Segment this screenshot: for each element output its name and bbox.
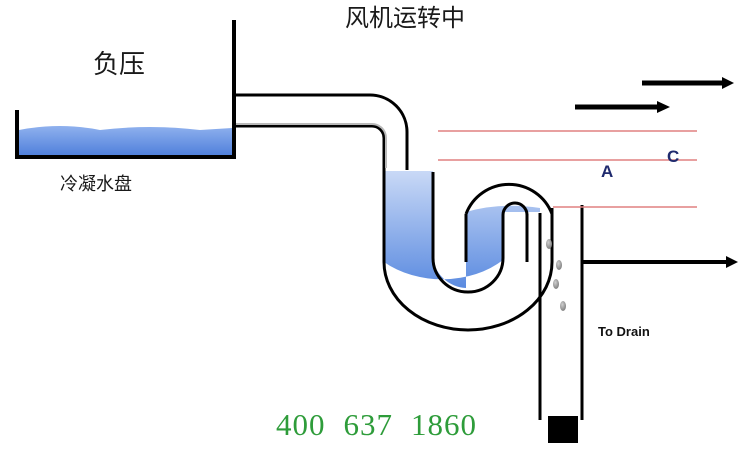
droplets: [546, 239, 566, 311]
droplet: [556, 260, 562, 270]
phone-part: 637: [343, 407, 393, 442]
pressure-lines: [438, 130, 697, 208]
trap-outer-wall: [382, 170, 554, 332]
outlet-pipe-top: [234, 93, 409, 170]
crest-inner: [501, 201, 529, 216]
arrow-right-icon: [642, 77, 734, 89]
droplet: [560, 301, 566, 311]
droplet: [553, 279, 559, 289]
negative-pressure-label: 负压: [93, 50, 146, 80]
phone-part: 400: [276, 407, 326, 442]
phone-part: 1860: [411, 407, 477, 442]
trap-water-main: [384, 171, 540, 288]
phone-number: 400 637 1860: [276, 409, 477, 440]
point-a-label: A: [601, 162, 614, 181]
droplet: [546, 239, 552, 249]
fan-running-title: 风机运转中: [345, 4, 465, 32]
pan-outline: [15, 20, 236, 159]
condensate-pan: [15, 20, 236, 159]
arrow-right-icon: [582, 256, 738, 268]
trap-inner-u: [431, 172, 505, 294]
drain-plug: [548, 416, 578, 443]
to-drain-label: To Drain: [598, 324, 650, 339]
condensate-pan-label: 冷凝水盘: [60, 174, 132, 195]
point-c-label: C: [667, 147, 680, 166]
crest-outer: [464, 182, 554, 215]
arrow-right-icon: [575, 101, 670, 113]
airflow-arrows: [575, 77, 738, 268]
outlet-pipe-bottom: [234, 124, 386, 170]
pan-water: [19, 126, 232, 156]
pipe-inner-highlight: [236, 123, 387, 168]
